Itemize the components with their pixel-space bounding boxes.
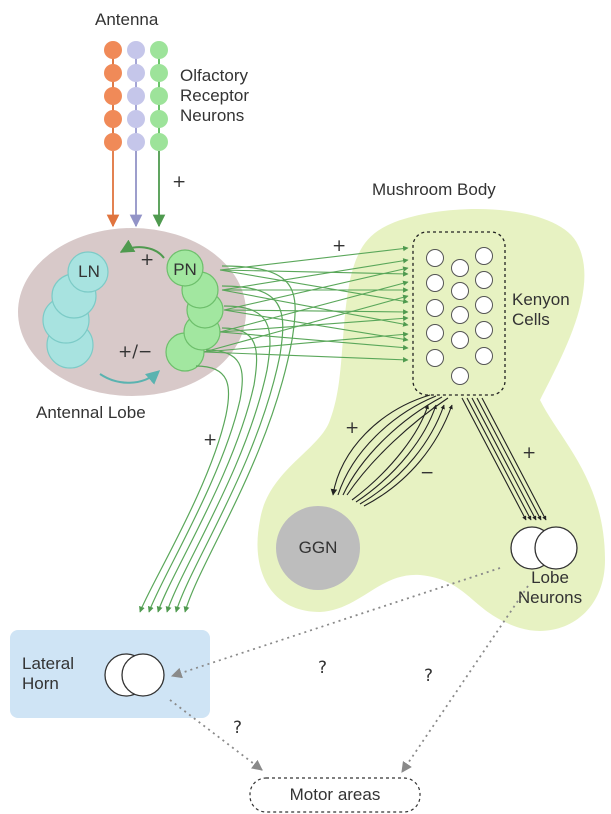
- pn-to-kc-sign: +: [332, 236, 346, 256]
- ggn-label: GGN: [288, 538, 348, 558]
- ln-to-pn-sign: +/−: [118, 342, 152, 362]
- pn-to-lh-sign: +: [203, 430, 217, 450]
- pn-to-ln-sign: +: [140, 250, 154, 270]
- lh-to-motor-sign: ?: [233, 718, 242, 738]
- orn-to-pn-sign: +: [172, 172, 186, 192]
- olfactory-receptor-neurons: [104, 41, 168, 226]
- orn-label: Olfactory Receptor Neurons: [180, 66, 249, 126]
- lateral-horn-neurons: [105, 654, 164, 696]
- kc-to-lobe-sign: +: [522, 443, 536, 463]
- motor-areas-label: Motor areas: [250, 785, 420, 805]
- kc-to-ggn-sign: +: [345, 418, 359, 438]
- ln-label: LN: [74, 262, 104, 282]
- ggn-to-kc-sign: −: [420, 463, 434, 483]
- antennal-lobe-label: Antennal Lobe: [36, 403, 146, 423]
- lobe-neurons-label: Lobe Neurons: [510, 568, 590, 608]
- lobe-neurons: [511, 527, 577, 569]
- pn-label: PN: [168, 260, 202, 280]
- antenna-label: Antenna: [95, 10, 158, 30]
- lobe-to-motor-sign: ?: [424, 666, 433, 686]
- mushroom-body-label: Mushroom Body: [372, 180, 496, 200]
- lobe-to-lh-sign: ?: [318, 658, 327, 678]
- kenyon-cells-label: Kenyon Cells: [512, 290, 570, 330]
- lateral-horn-label: Lateral Horn: [22, 654, 74, 694]
